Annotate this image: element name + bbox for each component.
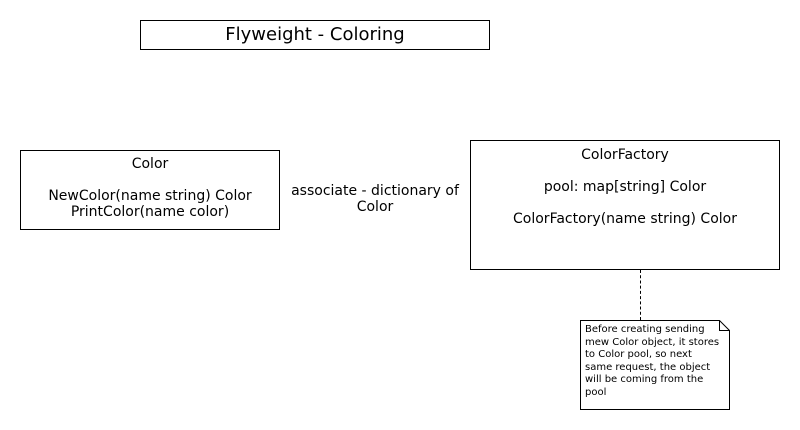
note-connector-dashed-line (640, 270, 641, 320)
note-text-line-1: Before creating sending (585, 324, 705, 335)
color-method-printcolor: PrintColor(name color) (70, 204, 230, 220)
color-class-name: Color (131, 156, 169, 172)
association-label-line1: associate - dictionary of (291, 183, 459, 199)
association-label: associate - dictionary of Color (280, 183, 470, 215)
color-method-newcolor: NewColor(name string) Color (48, 188, 252, 204)
diagram-title: Flyweight - Coloring (140, 20, 490, 50)
diagram-title-text: Flyweight - Coloring (225, 24, 405, 45)
color-class-box[interactable]: Color NewColor(name string) Color PrintC… (20, 150, 280, 230)
colorfactory-class-name: ColorFactory (581, 147, 669, 163)
note-text-line-6: pool (585, 386, 607, 398)
colorfactory-attribute-pool: pool: map[string] Color (543, 179, 707, 195)
note-text-line-2: mew Color object, it stores (585, 336, 720, 348)
note-text-line-3: to Color pool, so next (585, 349, 692, 360)
color-class-spacer (21, 172, 279, 188)
colorfactory-spacer-2 (471, 195, 779, 211)
colorfactory-class-box[interactable]: ColorFactory pool: map[string] Color Col… (470, 140, 780, 270)
colorfactory-spacer-1 (471, 163, 779, 179)
note-text-line-4: same request, the object (585, 361, 711, 373)
note-body (580, 320, 730, 410)
note-text: Before creating sending mew Color object… (585, 324, 723, 399)
note-box[interactable]: Before creating sending mew Color object… (580, 320, 730, 410)
colorfactory-constructor: ColorFactory(name string) Color (513, 211, 737, 227)
note-text-line-5: will be coming from the (585, 374, 704, 385)
note-shape (580, 320, 730, 410)
association-label-line2: Color (356, 199, 394, 215)
note-folded-corner (719, 320, 730, 331)
